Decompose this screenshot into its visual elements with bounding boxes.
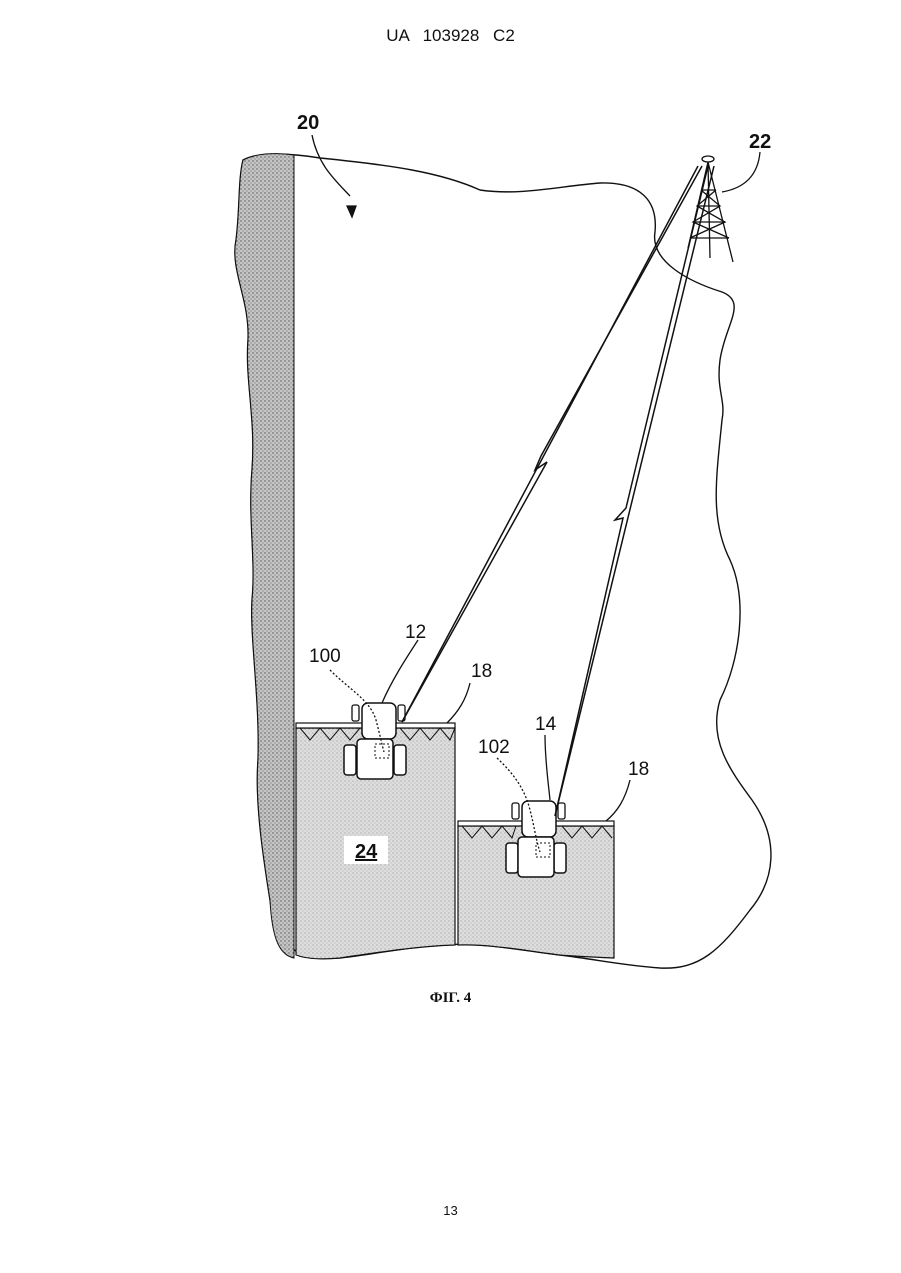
label-22: 22 [749,131,771,153]
label-14: 14 [535,714,557,735]
label-12: 12 [405,622,426,643]
left-strip [235,154,294,958]
label-102: 102 [478,737,510,758]
label-24: 24 [355,841,378,863]
page-number: 13 [0,1203,901,1218]
label-18-a: 18 [471,661,492,682]
label-20: 20 [297,112,319,134]
figure-caption: ФІГ. 4 [0,990,901,1007]
label-100: 100 [309,646,341,667]
label-18-b: 18 [628,759,649,780]
